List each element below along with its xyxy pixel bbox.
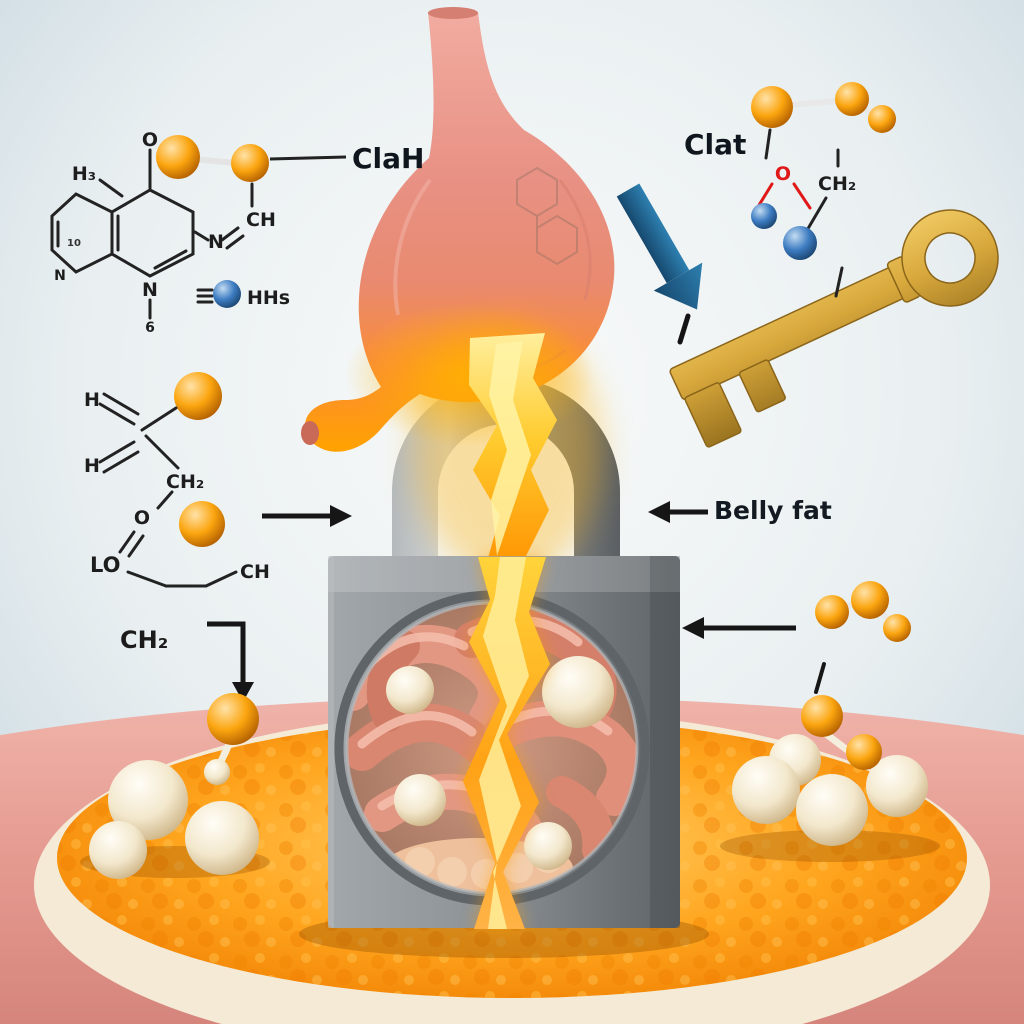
- atom-label-lo: LO: [90, 553, 121, 577]
- atom-label-o: O: [134, 507, 150, 529]
- cluster-shadow: [720, 830, 940, 862]
- label-ch2: CH₂: [120, 626, 168, 654]
- orange-atom: [815, 595, 849, 629]
- bond-lines: [764, 128, 844, 298]
- cream-atom: [108, 760, 188, 840]
- atom-label-h3: H₃: [72, 163, 96, 185]
- cream-atom: [185, 801, 259, 875]
- cream-atom: [204, 759, 230, 785]
- orange-atom: [207, 693, 259, 745]
- molecule-cluster-bottom-left: [80, 693, 270, 879]
- atom-label-ch: CH: [246, 209, 276, 231]
- cream-atom: [89, 821, 147, 879]
- molecule-cluster-bottom-right: [720, 695, 940, 862]
- orange-atom: [179, 501, 225, 547]
- label-belly-fat: Belly fat: [714, 496, 832, 525]
- atom-label-n-bottom: N: [142, 279, 158, 301]
- label-clah: ClaH: [352, 142, 424, 175]
- orange-atom: [883, 614, 911, 642]
- cream-atom: [866, 755, 928, 817]
- atom-label-h-top: H: [84, 389, 100, 411]
- fat-blobs-inside: [386, 656, 614, 870]
- atom-label-o-red: O: [775, 163, 791, 185]
- chem-structure-top-left: O H₃ N 10 N 6 N CH HHs: [50, 129, 290, 336]
- orange-atom: [835, 82, 869, 116]
- blue-atom: [751, 203, 777, 229]
- bond-lines: [98, 392, 238, 588]
- faint-chem-overlay: [516, 166, 578, 266]
- clah-connector-line: [269, 155, 347, 161]
- atom-label-6: 6: [145, 320, 155, 336]
- duodenum-opening: [301, 421, 319, 445]
- atom-label-ch2: CH₂: [166, 471, 204, 493]
- atom-label-hhs: HHs: [247, 287, 290, 309]
- cream-atom: [796, 774, 868, 846]
- orange-atom: [231, 144, 269, 182]
- esophagus-opening: [428, 7, 478, 19]
- key-icon: [669, 209, 999, 448]
- atom-label-ch2: CH₂: [818, 173, 856, 195]
- orange-atom: [868, 105, 896, 133]
- label-clat: Clat: [684, 128, 746, 161]
- blue-atom: [213, 280, 241, 308]
- chem-structure-right: Clat O CH₂: [684, 82, 896, 298]
- lock-crack-fire: [463, 557, 550, 929]
- orange-atom: [801, 695, 843, 737]
- blue-atom: [783, 226, 817, 260]
- atom-label-h-bottom: H: [84, 455, 100, 477]
- orange-atom: [846, 734, 882, 770]
- chem-structure-mid-left: H H CH₂ O LO CH: [84, 372, 270, 588]
- arrow-ch2-down: [207, 621, 254, 702]
- fire-stream: [413, 320, 603, 580]
- atom-label-n-left: N: [54, 268, 66, 284]
- atom-label-n-right: N: [208, 231, 224, 253]
- arrow-left-structure-to-lock: [262, 505, 352, 527]
- atom-stick: [823, 731, 853, 755]
- bond-lines: [50, 148, 254, 320]
- orange-atom: [751, 86, 793, 128]
- molecule-cluster-right-mid: [814, 581, 911, 694]
- key-tick-mark: [677, 313, 691, 345]
- atom-label-10: 10: [67, 238, 81, 249]
- atom-label-o: O: [142, 129, 158, 151]
- blue-down-arrow-icon: [616, 183, 703, 310]
- arrow-bellyfat-to-lock: [648, 501, 708, 523]
- orange-atom: [156, 135, 200, 179]
- atom-label-ch: CH: [240, 561, 270, 583]
- orange-atom: [851, 581, 889, 619]
- cream-atom: [732, 756, 800, 824]
- arrow-molecule-to-lock: [682, 617, 796, 639]
- orange-atom: [174, 372, 222, 420]
